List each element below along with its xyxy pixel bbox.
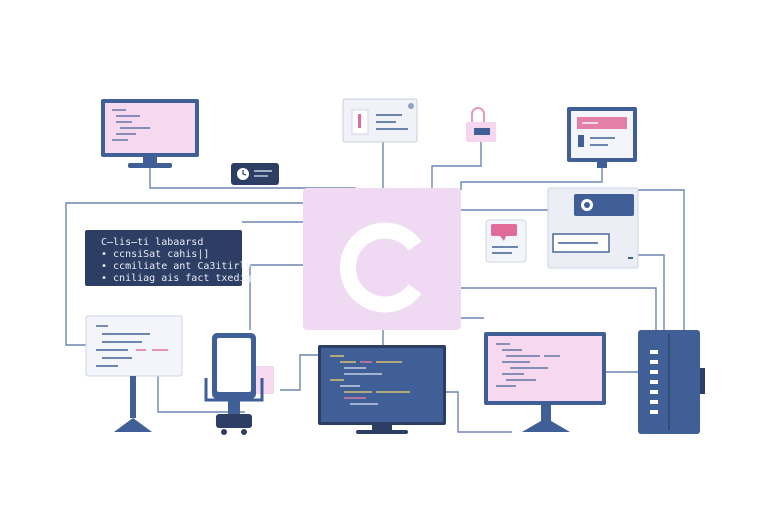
server-icon [638,330,705,434]
note-panel: C̶lis̶ti labaarsd • ccnsiSat cahis|] • c… [85,230,252,286]
wire-left-loop [65,202,303,346]
diagram-shape [85,230,242,286]
wire-right-loop [638,189,685,330]
clock-badge [231,163,279,185]
diagram-shape [217,338,251,392]
diagram-shape [228,400,240,414]
diagram-shape [474,128,490,135]
chat-bubble-icon [485,219,527,263]
diagram-shape [321,348,443,422]
hub-tile [303,188,461,330]
diagram-shape [242,170,247,176]
diagram-shape [577,117,627,129]
diagram-shape [650,410,658,414]
diagram-shape [700,368,705,394]
diagram-shape [358,114,361,128]
note-line-1: C̶lis̶ti labaarsd [101,237,203,248]
monitor-top-right [567,107,637,168]
monitor-base [128,163,172,168]
wire-bottom-loop [157,376,245,413]
monitor-stand [143,157,157,163]
wire-hub-bottom-left [249,264,303,330]
hub: C [303,188,461,330]
diagram-shape [356,430,408,434]
diagram-shape [216,414,252,428]
diagram-shape [522,418,570,432]
diagram-shape [650,400,658,404]
diagram-shape [241,429,247,435]
diagram-shape [408,103,414,109]
note-line-3: • ccmiliate ant Ca3itirly [101,261,252,272]
wire-bottom-right-loop [446,391,512,433]
padlock-icon [466,107,496,142]
diagram-shape [597,162,607,168]
diagram-shape [650,360,658,364]
id-card [342,98,418,143]
diagram-shape [114,418,152,432]
note-line-4: • cniliag ais fact txedig [101,273,252,284]
c-logo-icon [339,222,422,313]
note-line-2: • ccnsiSat cahis|] [101,249,209,260]
wire-phone-to-monitor [280,354,318,391]
diagram-shape [650,350,658,354]
monitor-bottom-center [318,345,446,434]
code-lines [112,109,150,141]
diagram-shape [650,390,658,394]
wire-server-top [461,287,657,330]
wire-topright-monitor [460,168,603,190]
diagram-shape [541,405,551,421]
diagram-shape [85,315,183,377]
diagram-shape [372,425,392,430]
diagram-shape [500,236,506,241]
diagram-shape [578,135,584,147]
right-panel [547,187,639,269]
monitor-bottom-right [484,332,606,432]
diagram-shape [650,380,658,384]
easel-board [85,315,183,432]
wire-lock [431,142,482,188]
smartphone-icon [204,333,274,435]
diagram-shape [471,107,485,122]
diagram-shape [221,429,227,435]
diagram-shape [491,224,517,236]
connector-wires [65,142,685,433]
diagram-shape [584,202,590,208]
monitor-top-left [101,99,199,168]
diagram-shape [130,376,136,418]
diagram-shape [650,370,658,374]
wire-server-side [638,254,665,330]
